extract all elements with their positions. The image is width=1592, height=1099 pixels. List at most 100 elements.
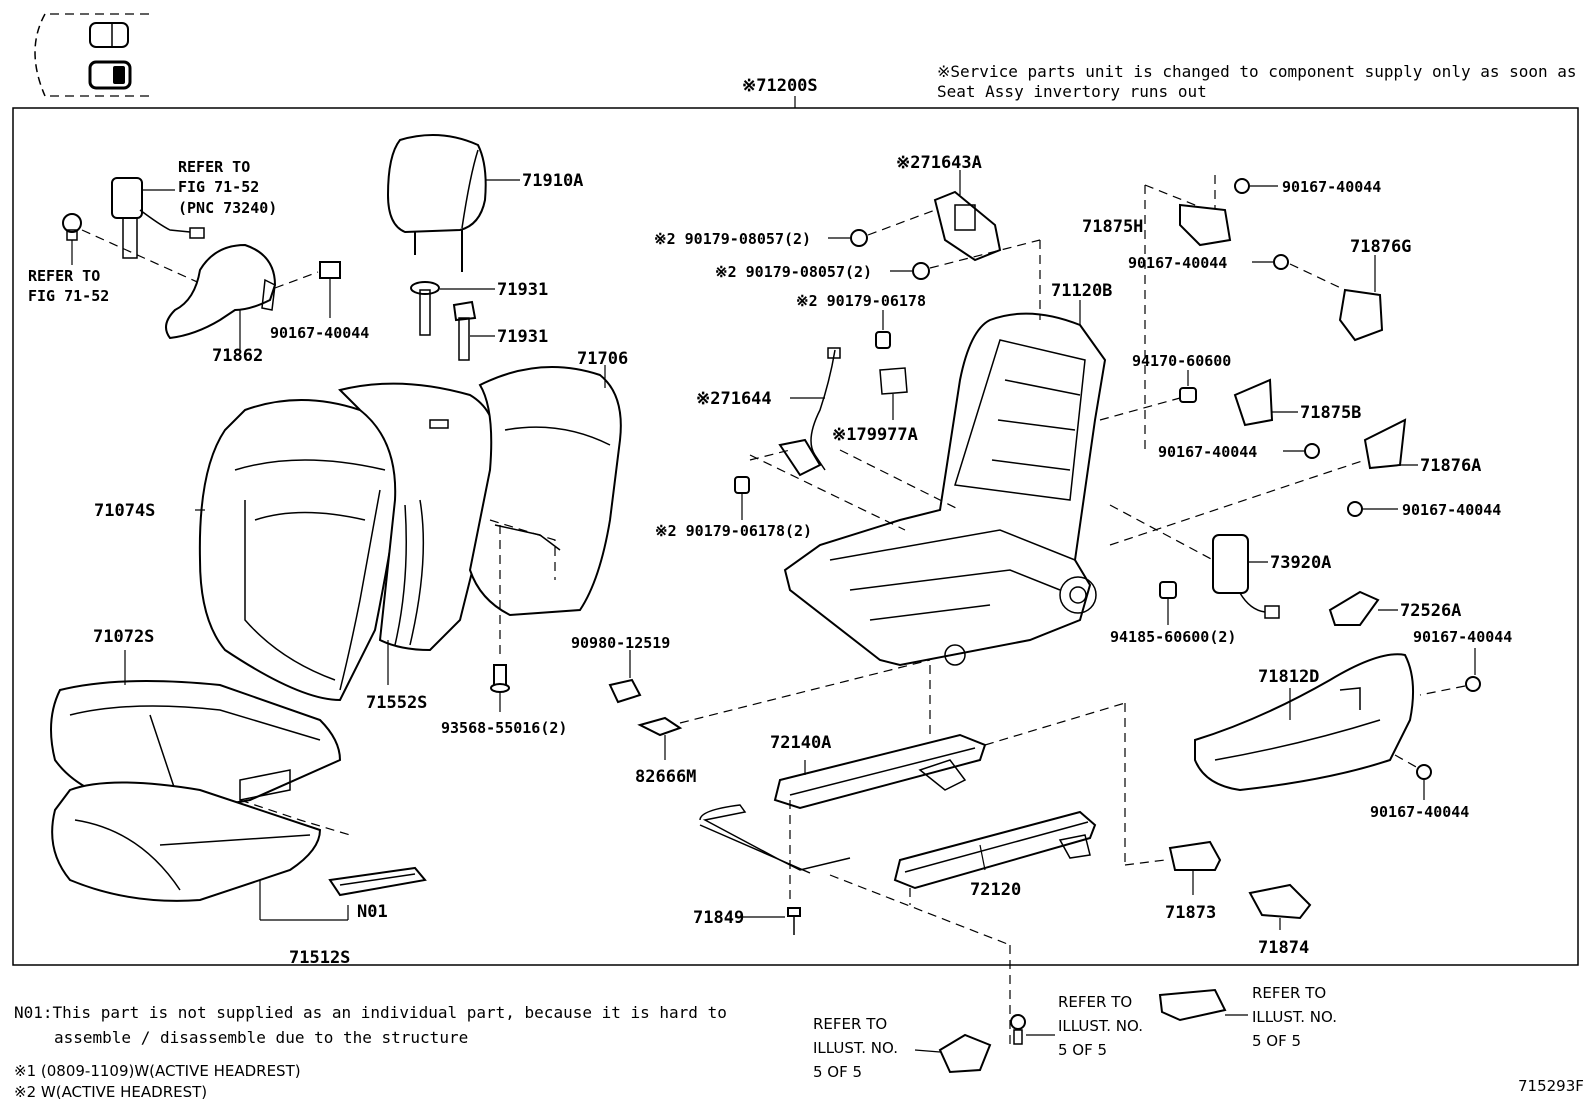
footnote-n01-line1: N01:This part is not supplied as an indi… bbox=[14, 1003, 727, 1022]
label-94185: 94185-60600(2) bbox=[1110, 628, 1236, 646]
cover-71875B bbox=[1233, 378, 1298, 427]
bolt-90167-b bbox=[1234, 178, 1278, 194]
label-71072S: 71072S bbox=[93, 627, 154, 647]
rail-72120 bbox=[829, 810, 1097, 1050]
bolt-90167-f bbox=[1419, 648, 1481, 696]
label-72526A: 72526A bbox=[1400, 601, 1461, 621]
shield-71812D bbox=[1194, 653, 1414, 792]
ref-fig-a-3: (PNC 73240) bbox=[178, 199, 277, 217]
connector-90980 bbox=[608, 650, 642, 704]
service-note-line1: ※Service parts unit is changed to compon… bbox=[937, 62, 1577, 81]
ref-fig-a-1: REFER TO bbox=[178, 158, 250, 176]
cover-71874 bbox=[1248, 883, 1312, 930]
rail-72140A bbox=[773, 665, 1166, 900]
bolt-90167-g bbox=[1394, 754, 1432, 800]
diagram-frame bbox=[12, 107, 1579, 966]
label-71875B: 71875B bbox=[1300, 403, 1361, 423]
ref-illust-left-3: 5 OF 5 bbox=[813, 1063, 862, 1081]
label-71873: 71873 bbox=[1165, 903, 1216, 923]
seatback-board-71706 bbox=[468, 365, 622, 617]
cover-illust-right bbox=[1158, 988, 1248, 1022]
headrest-71910A bbox=[386, 134, 520, 272]
label-90167-40044-f: 90167-40044 bbox=[1413, 628, 1512, 646]
screw-93568 bbox=[490, 525, 510, 712]
ref-illust-mid-3: 5 OF 5 bbox=[1058, 1041, 1107, 1059]
label-90179-08057-b: ※2 90179-08057(2) bbox=[715, 263, 872, 281]
label-71120B: 71120B bbox=[1051, 281, 1112, 301]
bolt-90167-d bbox=[1283, 443, 1320, 459]
label-90167-40044-b: 90167-40044 bbox=[1282, 178, 1381, 196]
label-90167-40044-a: 90167-40044 bbox=[270, 324, 369, 342]
ref-fig-b-2: FIG 71-52 bbox=[28, 287, 109, 305]
label-90167-40044-c: 90167-40044 bbox=[1128, 254, 1227, 272]
bracket-71643A bbox=[933, 170, 1002, 262]
bolt-90167-c bbox=[1252, 254, 1346, 291]
label-71512S: 71512S bbox=[289, 948, 350, 968]
assembly-code: ※71200S bbox=[742, 76, 818, 96]
label-71931-a: 71931 bbox=[497, 280, 548, 300]
ref-illust-mid-1: REFER TO bbox=[1058, 993, 1132, 1011]
label-71874: 71874 bbox=[1258, 938, 1309, 958]
ref-illust-right-2: ILLUST. NO. bbox=[1252, 1008, 1337, 1026]
nut-94170 bbox=[1099, 370, 1197, 421]
bolt-90167-e bbox=[1347, 501, 1398, 517]
nut-90179-08057-b bbox=[890, 239, 1041, 280]
ref-fig-a-2: FIG 71-52 bbox=[178, 178, 259, 196]
harness-71644 bbox=[778, 347, 841, 477]
label-93568: 93568-55016(2) bbox=[441, 719, 567, 737]
label-71812D: 71812D bbox=[1258, 667, 1319, 687]
ref-illust-left-1: REFER TO bbox=[813, 1015, 887, 1033]
cover-71876G bbox=[1338, 255, 1384, 342]
label-90167-40044-d: 90167-40044 bbox=[1158, 443, 1257, 461]
nut-90179-08057-a bbox=[828, 209, 936, 247]
label-71910A: 71910A bbox=[522, 171, 583, 191]
knob-72526A bbox=[1328, 590, 1398, 626]
wire-clip-82666M bbox=[637, 659, 931, 760]
label-72120: 72120 bbox=[970, 880, 1021, 900]
figure-id: 715293F bbox=[1518, 1077, 1584, 1095]
bolt-90167-a bbox=[274, 261, 341, 318]
footnote-n01-line2: assemble / disassemble due to the struct… bbox=[54, 1028, 468, 1047]
cover-71873 bbox=[1168, 840, 1222, 895]
cover-71876A bbox=[1363, 418, 1418, 470]
headrest-guide-a bbox=[410, 281, 495, 336]
seatback-pad-71552S bbox=[338, 382, 497, 685]
cover-71875H bbox=[1179, 203, 1232, 247]
label-82666M: 82666M bbox=[635, 767, 696, 787]
nut-90179-06178 bbox=[875, 310, 891, 349]
nut-90179-06178-2 bbox=[734, 449, 791, 520]
seat-frame-71120B bbox=[783, 300, 1107, 667]
label-90980: 90980-12519 bbox=[571, 634, 670, 652]
label-71931-b: 71931 bbox=[497, 327, 548, 347]
cover-illust-left bbox=[914, 1033, 992, 1074]
service-note-line2: Seat Assy invertory runs out bbox=[937, 82, 1207, 101]
label-71876G: 71876G bbox=[1350, 237, 1411, 257]
label-90167-40044-e: 90167-40044 bbox=[1402, 501, 1501, 519]
label-71875H: 71875H bbox=[1082, 217, 1143, 237]
seat-belt-buckle bbox=[111, 177, 205, 259]
label-73920A: 73920A bbox=[1270, 553, 1331, 573]
label-71862: 71862 bbox=[212, 346, 263, 366]
label-79977A: ※179977A bbox=[832, 425, 918, 445]
wire-harness-71849 bbox=[699, 804, 851, 935]
airbag-73920A bbox=[1109, 504, 1280, 619]
label-71643A: ※271643A bbox=[896, 153, 982, 173]
vehicle-seat-locator-icon bbox=[34, 13, 155, 97]
label-71644: ※271644 bbox=[696, 389, 772, 409]
label-90179-06178: ※2 90179-06178 bbox=[796, 292, 926, 310]
nut-94185 bbox=[1159, 581, 1177, 625]
ref-illust-left-2: ILLUST. NO. bbox=[813, 1039, 898, 1057]
label-71074S: 71074S bbox=[94, 501, 155, 521]
label-71706: 71706 bbox=[577, 349, 628, 369]
seatback-cover-71074S bbox=[195, 399, 400, 702]
label-94170: 94170-60600 bbox=[1132, 352, 1231, 370]
headrest-guide-b bbox=[452, 300, 495, 361]
shield-71862 bbox=[165, 243, 277, 350]
label-71849: 71849 bbox=[693, 908, 744, 928]
heater-element-N01 bbox=[328, 866, 427, 897]
ref-fig-b-1: REFER TO bbox=[28, 267, 100, 285]
sensor-79977A bbox=[879, 367, 908, 420]
label-90179-08057-a: ※2 90179-08057(2) bbox=[654, 230, 811, 248]
label-N01: N01 bbox=[357, 902, 388, 922]
